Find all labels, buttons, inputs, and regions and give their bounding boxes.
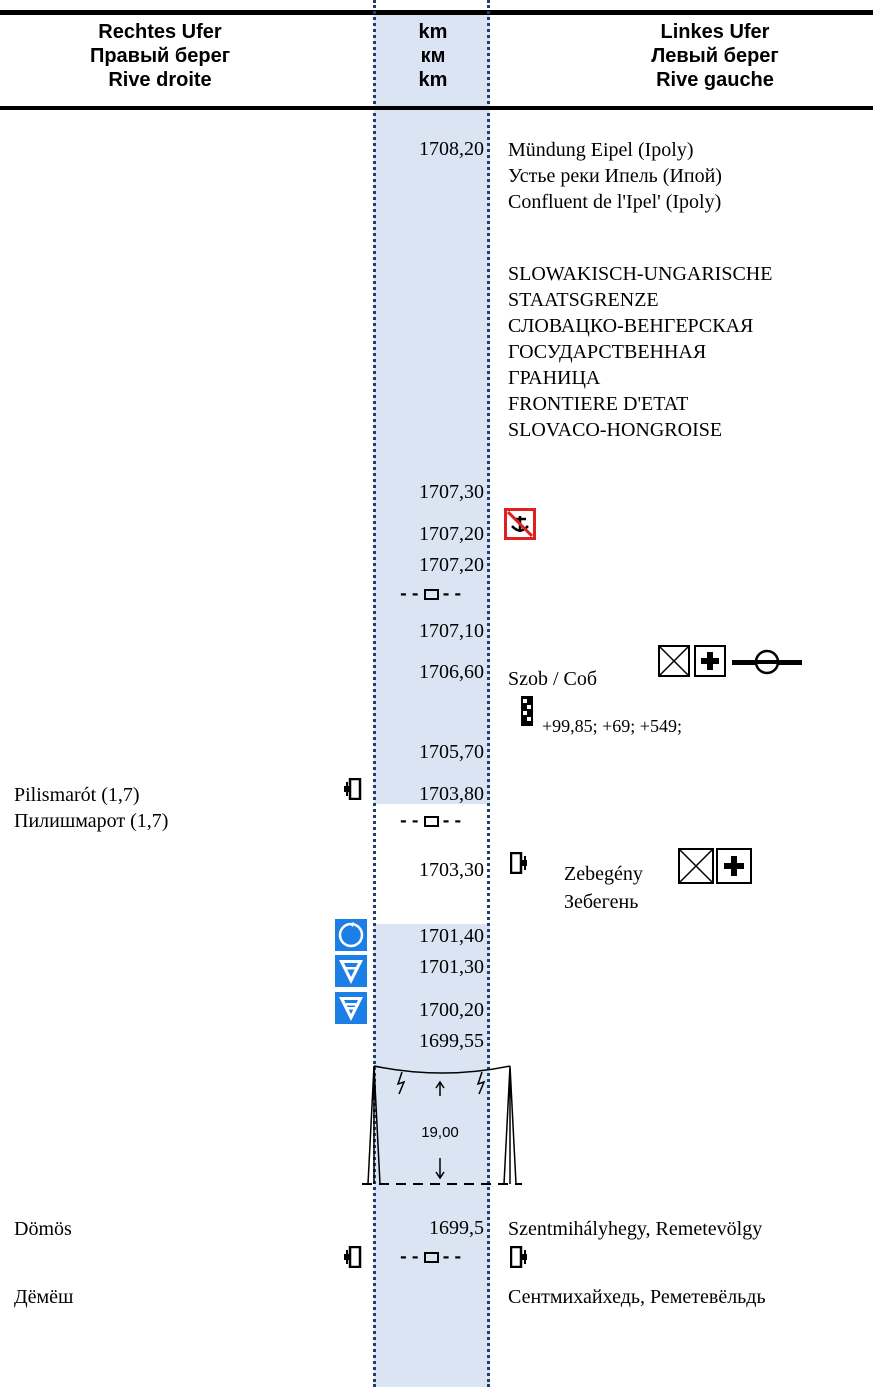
km-value: 1699,5 xyxy=(429,1217,484,1239)
border-line: ГРАНИЦА xyxy=(508,367,601,389)
first-aid-icon xyxy=(716,848,752,889)
pilismarot-de: Pilismarót (1,7) xyxy=(14,784,140,806)
km-column-gap xyxy=(374,804,490,924)
header-left-bank-de: Linkes Ufer xyxy=(660,21,770,43)
pilismarot-block: Pilismarót (1,7) Пилишмарот (1,7) xyxy=(14,782,168,834)
header-right-bank-ru: Правый берег xyxy=(89,45,231,67)
header-left-bank-ru: Левый берег xyxy=(651,45,779,67)
zebegeny-ru: Зебегень xyxy=(564,891,639,913)
header-km-ru: км xyxy=(420,45,446,67)
km-value: 1707,20 xyxy=(419,523,484,545)
km-value: 1707,10 xyxy=(419,620,484,642)
domos-de: Dömös xyxy=(14,1218,72,1240)
customs-icon xyxy=(658,645,690,682)
km-value: 1708,20 xyxy=(419,138,484,160)
crossing-line-icon: ---- xyxy=(398,812,465,832)
szob-label: Szob / Соб xyxy=(508,668,598,690)
power-line-diagram xyxy=(362,1064,522,1199)
border-line: FRONTIERE D'ETAT xyxy=(508,393,689,415)
header-right-bank-de: Rechtes Ufer xyxy=(98,21,222,43)
state-border-block: SLOWAKISCH-UNGARISCHE STAATSGRENZE СЛОВА… xyxy=(508,261,772,443)
turning-area-sign-icon xyxy=(335,919,367,956)
customs-icon xyxy=(678,848,714,889)
km-value: 1699,55 xyxy=(419,1030,484,1052)
header-top-rule xyxy=(0,10,873,15)
ipel-fr: Confluent de l'Ipel' (Ipoly) xyxy=(508,191,722,213)
header-right-bank-fr: Rive droite xyxy=(108,69,212,91)
border-line: SLOWAKISCH-UNGARISCHE xyxy=(508,263,773,285)
border-line: ГОСУДАРСТВЕННАЯ xyxy=(508,341,707,363)
km-value: 1707,30 xyxy=(419,481,484,503)
border-line: STAATSGRENZE xyxy=(508,289,659,311)
szentmihaly-ru: Сентмихайхедь, Реметевёльдь xyxy=(508,1286,766,1308)
header-km-de: km xyxy=(418,21,448,43)
km-value: 1703,30 xyxy=(419,859,484,881)
header-right-bank: Rechtes Ufer Правый берег Rive droite xyxy=(40,20,280,92)
header-left-bank-fr: Rive gauche xyxy=(656,69,774,91)
berthing-sign-icon xyxy=(335,955,367,992)
domos-ru: Дёмёш xyxy=(14,1286,74,1308)
header-left-bank: Linkes Ufer Левый берег Rive gauche xyxy=(595,20,835,92)
km-value: 1706,60 xyxy=(419,661,484,683)
header-km-fr: km xyxy=(418,69,448,91)
header-km: km км km xyxy=(378,20,488,92)
km-column-left-border xyxy=(373,0,376,1387)
km-value: 1701,30 xyxy=(419,956,484,978)
szentmihaly-de: Szentmihályhegy, Remetevölgy xyxy=(508,1218,763,1240)
first-aid-icon xyxy=(694,645,726,682)
km-value: 1701,40 xyxy=(419,925,484,947)
crossing-line-icon: ---- xyxy=(398,585,465,605)
km-value: 1707,20 xyxy=(419,554,484,576)
ipel-ru: Устье реки Ипель (Ипой) xyxy=(508,165,722,187)
clearance-value: 19,00 xyxy=(421,1124,459,1141)
border-line: SLOVACO-HONGROISE xyxy=(508,419,723,441)
gauge-values: +99,85; +69; +549; xyxy=(542,716,682,736)
km-column-background xyxy=(374,15,490,1387)
km-value: 1703,80 xyxy=(419,783,484,805)
no-anchoring-sign-icon xyxy=(504,508,536,540)
gauge-station-icon xyxy=(732,648,802,681)
pilismarot-ru: Пилишмарот (1,7) xyxy=(14,810,169,832)
landing-stage-icon xyxy=(344,1245,362,1273)
landing-stage-icon xyxy=(509,851,528,879)
border-line: СЛОВАЦКО-ВЕНГЕРСКАЯ xyxy=(508,315,754,337)
water-gauge-icon xyxy=(521,696,533,731)
berthing-sign-icon xyxy=(335,992,367,1029)
zebegeny-de: Zebegény xyxy=(564,863,643,885)
km-value: 1700,20 xyxy=(419,999,484,1021)
landing-stage-icon xyxy=(344,777,362,805)
ipel-de: Mündung Eipel (Ipoly) xyxy=(508,139,694,161)
ipel-mouth-block: Mündung Eipel (Ipoly) Устье реки Ипель (… xyxy=(508,137,722,215)
km-value: 1705,70 xyxy=(419,741,484,763)
landing-stage-icon xyxy=(509,1245,528,1273)
km-column-right-border xyxy=(487,0,490,1387)
header-bottom-rule xyxy=(0,106,873,110)
crossing-line-icon: ---- xyxy=(398,1248,465,1268)
